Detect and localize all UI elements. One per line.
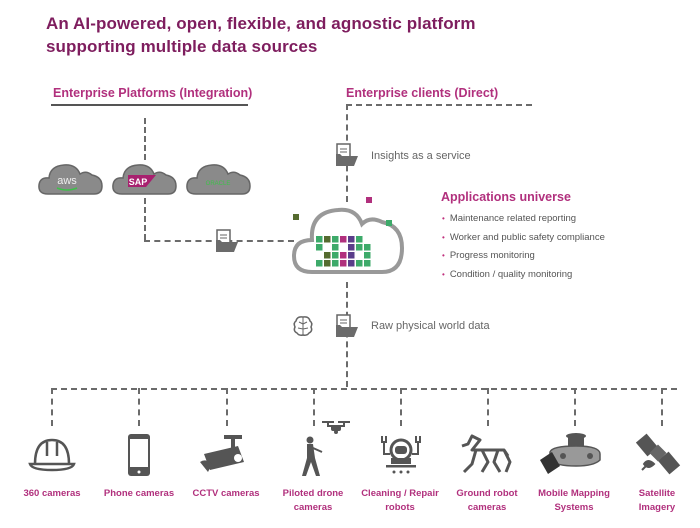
insights-folder-icon <box>336 143 358 166</box>
source-piloted-drone-cameras: Piloted drone cameras <box>263 487 363 515</box>
data-tile <box>332 244 339 251</box>
mapping-scanner-icon <box>540 433 601 474</box>
insights-label: Insights as a service <box>371 150 471 162</box>
robot-dog-icon <box>461 434 512 474</box>
data-tile <box>340 260 347 267</box>
data-tile <box>364 244 371 251</box>
applications-list: Maintenance related reporting Worker and… <box>442 212 605 286</box>
source-label-line1: Piloted drone <box>282 488 344 499</box>
application-item: Worker and public safety compliance <box>442 231 605 250</box>
data-tile <box>348 260 355 267</box>
data-tile <box>332 260 339 267</box>
source-label-line1: Mobile Mapping <box>538 488 610 499</box>
aws-cloud-icon: aws <box>38 164 103 195</box>
drop-4 <box>313 388 315 426</box>
source-label-line2: Systems <box>554 502 594 513</box>
connector-platforms-top <box>144 118 146 160</box>
data-tile <box>324 236 331 243</box>
ai-platform-cloud-icon <box>291 197 405 274</box>
data-tile <box>316 260 323 267</box>
source-phone-cameras: Phone cameras <box>89 487 189 501</box>
data-tile <box>316 244 323 251</box>
data-tile <box>356 244 363 251</box>
title-line-1: An AI-powered, open, flexible, and agnos… <box>46 14 476 33</box>
source-cctv-cameras: CCTV cameras <box>176 487 276 501</box>
data-tile <box>332 236 339 243</box>
raw-data-label: Raw physical world data <box>371 320 490 332</box>
application-item: Progress monitoring <box>442 249 605 268</box>
drop-2 <box>138 388 140 426</box>
application-item: Maintenance related reporting <box>442 212 605 231</box>
cleaning-robot-icon <box>381 436 421 474</box>
data-tile <box>348 244 355 251</box>
source-label-line1: Cleaning / Repair <box>361 488 439 499</box>
data-tile <box>348 252 355 259</box>
data-tile <box>340 236 347 243</box>
source-360-cameras: 360 cameras <box>2 487 102 501</box>
document-folder-icon <box>216 229 238 252</box>
cctv-camera-icon <box>200 435 244 472</box>
data-tile <box>356 236 363 243</box>
drone-pilot-icon <box>302 421 350 476</box>
data-tile <box>332 252 339 259</box>
data-tile <box>324 260 331 267</box>
satellite-icon <box>636 433 681 475</box>
sap-cloud-icon: SAP <box>112 164 177 195</box>
source-label-line2: cameras <box>293 502 333 513</box>
drop-6 <box>487 388 489 426</box>
drop-1 <box>51 388 53 426</box>
drop-3 <box>226 388 228 426</box>
smartphone-icon <box>128 434 150 476</box>
enterprise-platforms-heading: Enterprise Platforms (Integration) <box>53 86 253 100</box>
source-label-line1: Phone cameras <box>103 488 175 499</box>
drop-5 <box>400 388 402 426</box>
drop-8 <box>661 388 663 426</box>
svg-text:ORACLE: ORACLE <box>206 181 231 187</box>
drop-7 <box>574 388 576 426</box>
connector-sources-bus <box>51 388 677 390</box>
applications-heading: Applications universe <box>441 190 571 204</box>
source-cleaning-repair-robots: Cleaning / Repair robots <box>350 487 450 515</box>
source-label-line2: cameras <box>467 502 507 513</box>
source-label-line2: Imagery <box>638 502 676 513</box>
enterprise-clients-heading: Enterprise clients (Direct) <box>346 86 499 100</box>
data-tile <box>356 260 363 267</box>
data-tile <box>348 236 355 243</box>
platforms-underline <box>51 104 248 106</box>
data-tile <box>324 252 331 259</box>
source-label-line1: Ground robot <box>456 488 518 499</box>
source-label-line1: CCTV cameras <box>192 488 260 499</box>
brain-icon <box>293 316 313 336</box>
source-label-line2: robots <box>385 502 415 513</box>
title-line-2: supporting multiple data sources <box>46 37 318 56</box>
hard-hat-icon <box>28 438 76 472</box>
source-label-line1: 360 cameras <box>23 488 81 499</box>
source-ground-robot-cameras: Ground robot cameras <box>437 487 537 515</box>
svg-text:aws: aws <box>57 175 77 187</box>
source-mobile-mapping-systems: Mobile Mapping Systems <box>524 487 624 515</box>
source-satellite-imagery: Satellite Imagery <box>607 487 700 515</box>
connector-clients-top <box>346 104 532 106</box>
raw-data-folder-icon <box>336 314 358 337</box>
data-tile <box>340 252 347 259</box>
connector-platforms-down <box>144 198 146 240</box>
page-title: An AI-powered, open, flexible, and agnos… <box>46 12 476 58</box>
oracle-cloud-icon: ORACLE <box>186 164 251 195</box>
data-tile <box>364 252 371 259</box>
data-tile <box>364 260 371 267</box>
data-tile <box>316 236 323 243</box>
source-label-line1: Satellite <box>638 488 676 499</box>
application-item: Condition / quality monitoring <box>442 268 605 287</box>
svg-text:SAP: SAP <box>129 177 148 187</box>
